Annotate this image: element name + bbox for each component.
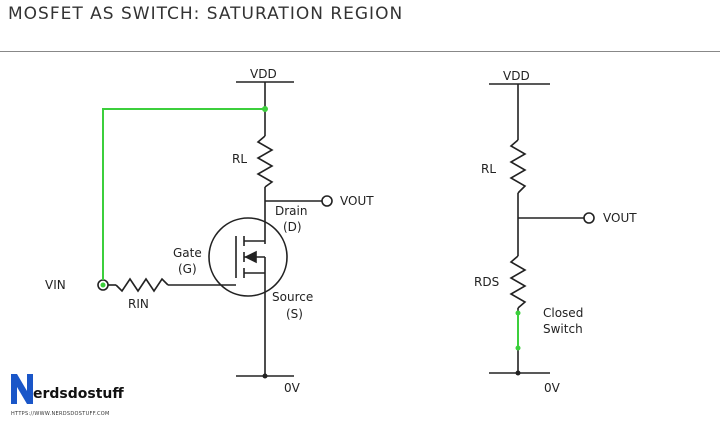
left-drain-abbr: (D) [283, 220, 302, 234]
left-ground-node [262, 373, 268, 379]
right-switch-top-node [515, 310, 521, 316]
right-switch-label-1: Closed [543, 306, 583, 320]
left-gate-label: Gate [173, 246, 202, 260]
right-switch-label-2: Switch [543, 322, 583, 336]
left-rin-resistor [115, 277, 169, 293]
left-feedback-node [262, 106, 268, 112]
left-vout-terminal [321, 195, 333, 207]
brand-wordmark: erdsdostuff [33, 386, 124, 402]
right-rl-label: RL [481, 162, 496, 176]
left-vout-label: VOUT [340, 194, 374, 208]
left-feedback-wire [102, 108, 265, 280]
mosfet-arrow [244, 250, 257, 264]
right-ground-node [515, 370, 521, 376]
left-rl-resistor [256, 135, 274, 188]
page-title: MOSFET AS SWITCH: SATURATION REGION [8, 4, 404, 24]
left-vdd-label: VDD [250, 67, 277, 81]
brand-logo-icon [11, 374, 33, 404]
right-vdd-label: VDD [503, 69, 530, 83]
left-ground-label: 0V [284, 381, 301, 395]
left-rl-label: RL [232, 152, 247, 166]
left-rin-label: RIN [128, 297, 149, 311]
right-ground-label: 0V [544, 381, 561, 395]
left-drain-label: Drain [275, 204, 307, 218]
right-vout-terminal [583, 212, 595, 224]
brand-url: HTTPS://WWW.NERDSDOSTUFF.COM [11, 411, 110, 417]
left-vin-node [100, 282, 106, 288]
left-gate-abbr: (G) [178, 262, 197, 276]
right-rds-label: RDS [474, 275, 499, 289]
mosfet-body [208, 217, 288, 297]
right-switch-bottom-node [515, 345, 521, 351]
right-vout-label: VOUT [603, 211, 637, 225]
right-rds-resistor [509, 255, 527, 309]
right-rl-resistor [509, 139, 527, 194]
left-source-abbr: (S) [286, 307, 303, 321]
title-divider [0, 51, 720, 52]
left-vin-label: VIN [45, 278, 66, 292]
left-source-label: Source [272, 290, 313, 304]
